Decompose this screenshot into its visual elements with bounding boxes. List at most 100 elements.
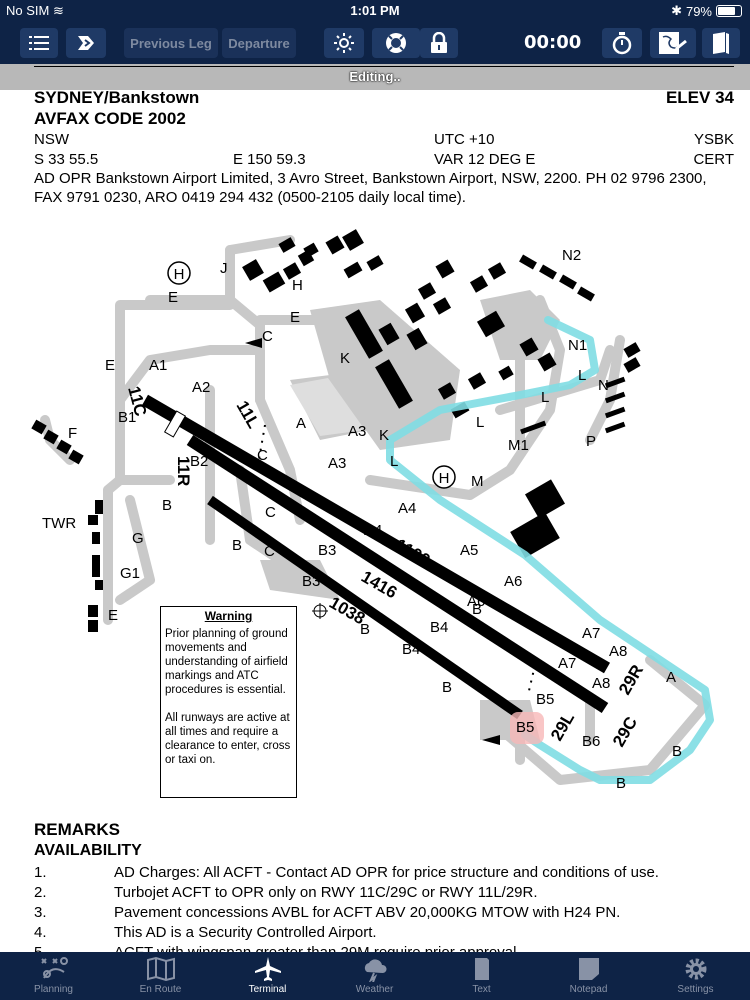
departure-button[interactable]: Departure bbox=[222, 28, 296, 58]
taxiway-label-l4: L bbox=[476, 414, 484, 431]
windsock-icon bbox=[245, 338, 262, 348]
taxiway-label-l3: L bbox=[541, 389, 549, 406]
utc-offset: UTC +10 bbox=[434, 131, 495, 148]
warning-title: Warning bbox=[204, 609, 253, 623]
status-right: ✱ 79% bbox=[671, 3, 742, 19]
tab-notepad[interactable]: Notepad bbox=[535, 952, 642, 1000]
taxiway-label-e3: E bbox=[290, 309, 300, 326]
taxiway-label-b3c: B bbox=[360, 621, 370, 638]
taxiway-label-g: G bbox=[132, 530, 144, 547]
help-button[interactable] bbox=[372, 28, 420, 58]
taxiway-label-e2: E bbox=[105, 357, 115, 374]
status-time: 1:01 PM bbox=[350, 3, 400, 18]
timer-display[interactable]: 00:00 bbox=[524, 32, 582, 53]
taxiway-label-b6: B6 bbox=[582, 733, 600, 750]
airplane-icon bbox=[254, 957, 281, 981]
taxiway-label-a4b: A4 bbox=[364, 522, 382, 539]
svg-text:H: H bbox=[174, 266, 185, 283]
taxiway-label-b3b: B3 bbox=[302, 573, 320, 590]
scratchpad-icon bbox=[659, 32, 687, 54]
runways bbox=[141, 394, 611, 720]
notepad-icon bbox=[578, 958, 599, 980]
taxiway-label-n2: N2 bbox=[562, 247, 581, 264]
book-icon bbox=[713, 32, 729, 54]
latitude: S 33 55.5 bbox=[34, 151, 99, 168]
tab-settings[interactable]: Settings bbox=[642, 952, 749, 1000]
planning-icon bbox=[40, 957, 68, 979]
tab-text[interactable]: Text bbox=[428, 952, 535, 1000]
taxiway-label-b9: B bbox=[472, 601, 482, 618]
holding-points bbox=[257, 424, 536, 696]
taxi-route-highlight bbox=[386, 316, 714, 784]
runway-11c-29c[interactable] bbox=[141, 394, 611, 674]
taxiway-label-a4: A4 bbox=[398, 500, 416, 517]
helipad-west: H bbox=[167, 261, 191, 285]
taxiway-label-j: J bbox=[220, 260, 228, 277]
tab-bar: Planning En Route Terminal Weather Text … bbox=[0, 952, 750, 1000]
lock-button[interactable] bbox=[420, 28, 458, 58]
taxiway-label-k: K bbox=[340, 350, 350, 367]
taxiway-label-n1: N1 bbox=[568, 337, 587, 354]
runway-ident-29l: 29L bbox=[547, 709, 578, 744]
taxiway-label-a3: A3 bbox=[348, 423, 366, 440]
taxiway-label-b4c: B bbox=[442, 679, 452, 696]
editing-banner: Editing.. bbox=[0, 64, 750, 90]
header-row-1: NSW UTC +10 YSBK bbox=[34, 131, 734, 148]
editing-label: Editing.. bbox=[349, 69, 401, 84]
scratchpad-button[interactable] bbox=[650, 28, 696, 58]
taxiway-label-a6: A6 bbox=[504, 573, 522, 590]
header-row-2: S 33 55.5 E 150 59.3 VAR 12 DEG E CERT bbox=[34, 151, 734, 168]
remark-item: 1.AD Charges: All ACFT - Contact AD OPR … bbox=[34, 864, 659, 881]
text-icon bbox=[474, 958, 489, 980]
operator-info: AD OPR Bankstown Airport Limited, 3 Avro… bbox=[34, 170, 707, 206]
taxiway-label-b4b: B4 bbox=[402, 641, 420, 658]
runway-11r-29l[interactable] bbox=[186, 434, 609, 714]
taxiway-label-c3: C bbox=[264, 543, 275, 560]
taxiway-label-a7: A7 bbox=[582, 625, 600, 642]
cert-status: CERT bbox=[693, 151, 734, 168]
taxiway-label-m: M bbox=[471, 473, 484, 490]
taxiway-label-h: H bbox=[292, 277, 303, 294]
taxiway-label-a7b: A7 bbox=[558, 655, 576, 672]
list-button[interactable] bbox=[20, 28, 58, 58]
vor-icon bbox=[312, 603, 328, 619]
status-bar: No SIM ≋ 1:01 PM ✱ 79% bbox=[0, 0, 750, 22]
flight-plan-button[interactable] bbox=[66, 28, 106, 58]
remark-item: 3.Pavement concessions AVBL for ACFT ABV… bbox=[34, 904, 621, 921]
previous-leg-button[interactable]: Previous Leg bbox=[124, 28, 218, 58]
variation: VAR 12 DEG E bbox=[434, 151, 536, 168]
taxiway-label-b8: B bbox=[616, 775, 626, 792]
runway-ident-11r: 11R bbox=[174, 456, 193, 486]
taxiway-label-a8b: A8 bbox=[592, 675, 610, 692]
taxiway-label-a: A bbox=[296, 415, 306, 432]
taxiway-label-b: B bbox=[162, 497, 172, 514]
availability-heading: AVAILABILITY bbox=[34, 842, 142, 859]
tab-weather[interactable]: Weather bbox=[321, 952, 428, 1000]
brightness-icon bbox=[334, 33, 354, 53]
tab-en-route[interactable]: En Route bbox=[107, 952, 214, 1000]
documents-button[interactable] bbox=[702, 28, 740, 58]
lifebuoy-icon bbox=[386, 33, 406, 53]
taxiway-label-e: E bbox=[168, 289, 178, 306]
runway-11l-29r[interactable] bbox=[207, 495, 523, 720]
warning-text-1: Prior planning of ground movements and u… bbox=[165, 628, 288, 696]
brightness-button[interactable] bbox=[324, 28, 364, 58]
taxiway-label-a6b: A6 bbox=[467, 593, 485, 610]
remark-item: 4.This AD is a Security Controlled Airpo… bbox=[34, 924, 377, 941]
hotspot-b5[interactable] bbox=[510, 712, 544, 744]
weather-icon bbox=[364, 959, 387, 982]
taxiway-label-n: N bbox=[598, 377, 609, 394]
taxiway-label-b2b: B bbox=[232, 537, 242, 554]
taxiway-label-a1: A1 bbox=[149, 357, 167, 374]
aerodrome-diagram[interactable]: H H J H E C K A1 A2 B1 F E E B2 B G G1 E… bbox=[0, 215, 750, 815]
taxiway-label-e4: E bbox=[108, 607, 118, 624]
tab-terminal[interactable]: Terminal bbox=[214, 952, 321, 1000]
map-icon bbox=[146, 956, 175, 982]
battery-percent: 79% bbox=[685, 3, 712, 19]
windsock-icon bbox=[482, 735, 500, 745]
taxiway-label-m1: M1 bbox=[508, 437, 529, 454]
warning-text-2: All runways are active at all times and … bbox=[165, 712, 291, 766]
tab-planning[interactable]: Planning bbox=[0, 952, 107, 1000]
stopwatch-button[interactable] bbox=[602, 28, 642, 58]
stopwatch-icon bbox=[612, 32, 632, 55]
